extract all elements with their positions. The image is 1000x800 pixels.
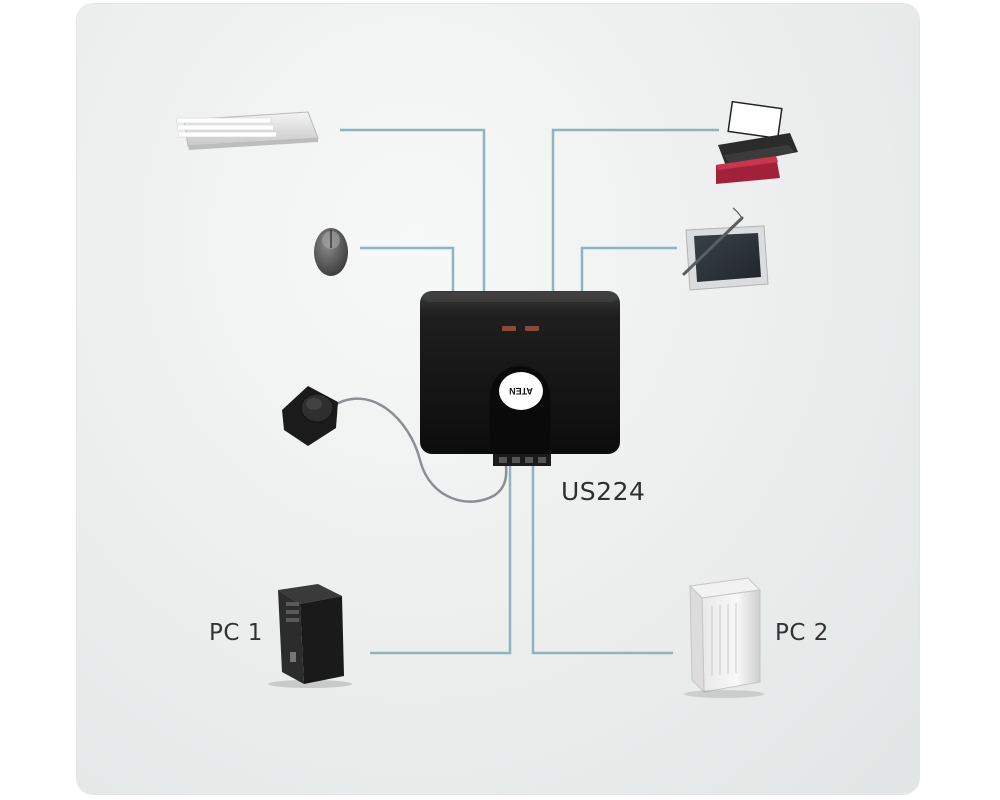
mouse-icon <box>314 228 348 276</box>
pc1-cable <box>370 465 512 655</box>
remote-cord <box>329 397 508 503</box>
printer-cable <box>551 128 719 292</box>
led-indicator-2 <box>525 326 539 331</box>
pc2-tower-icon <box>684 577 764 698</box>
mouse-cable <box>360 246 455 292</box>
keyboard-cable <box>340 128 486 292</box>
hub-model-label: US224 <box>561 477 646 506</box>
pc2-cable <box>531 465 673 655</box>
tablet-cable <box>580 246 677 292</box>
pc2-label: PC 2 <box>775 620 829 646</box>
remote-switch-icon <box>282 386 338 446</box>
pc1-label: PC 1 <box>209 620 263 646</box>
drawing-tablet-icon <box>682 207 769 291</box>
us224-switch <box>420 291 620 466</box>
select-button <box>499 372 543 410</box>
aten-logo: ATEN <box>509 386 533 396</box>
pc1-tower-icon <box>268 584 352 688</box>
led-indicator-1 <box>502 326 516 331</box>
printer-icon <box>716 100 798 184</box>
keyboard-icon <box>176 111 319 150</box>
